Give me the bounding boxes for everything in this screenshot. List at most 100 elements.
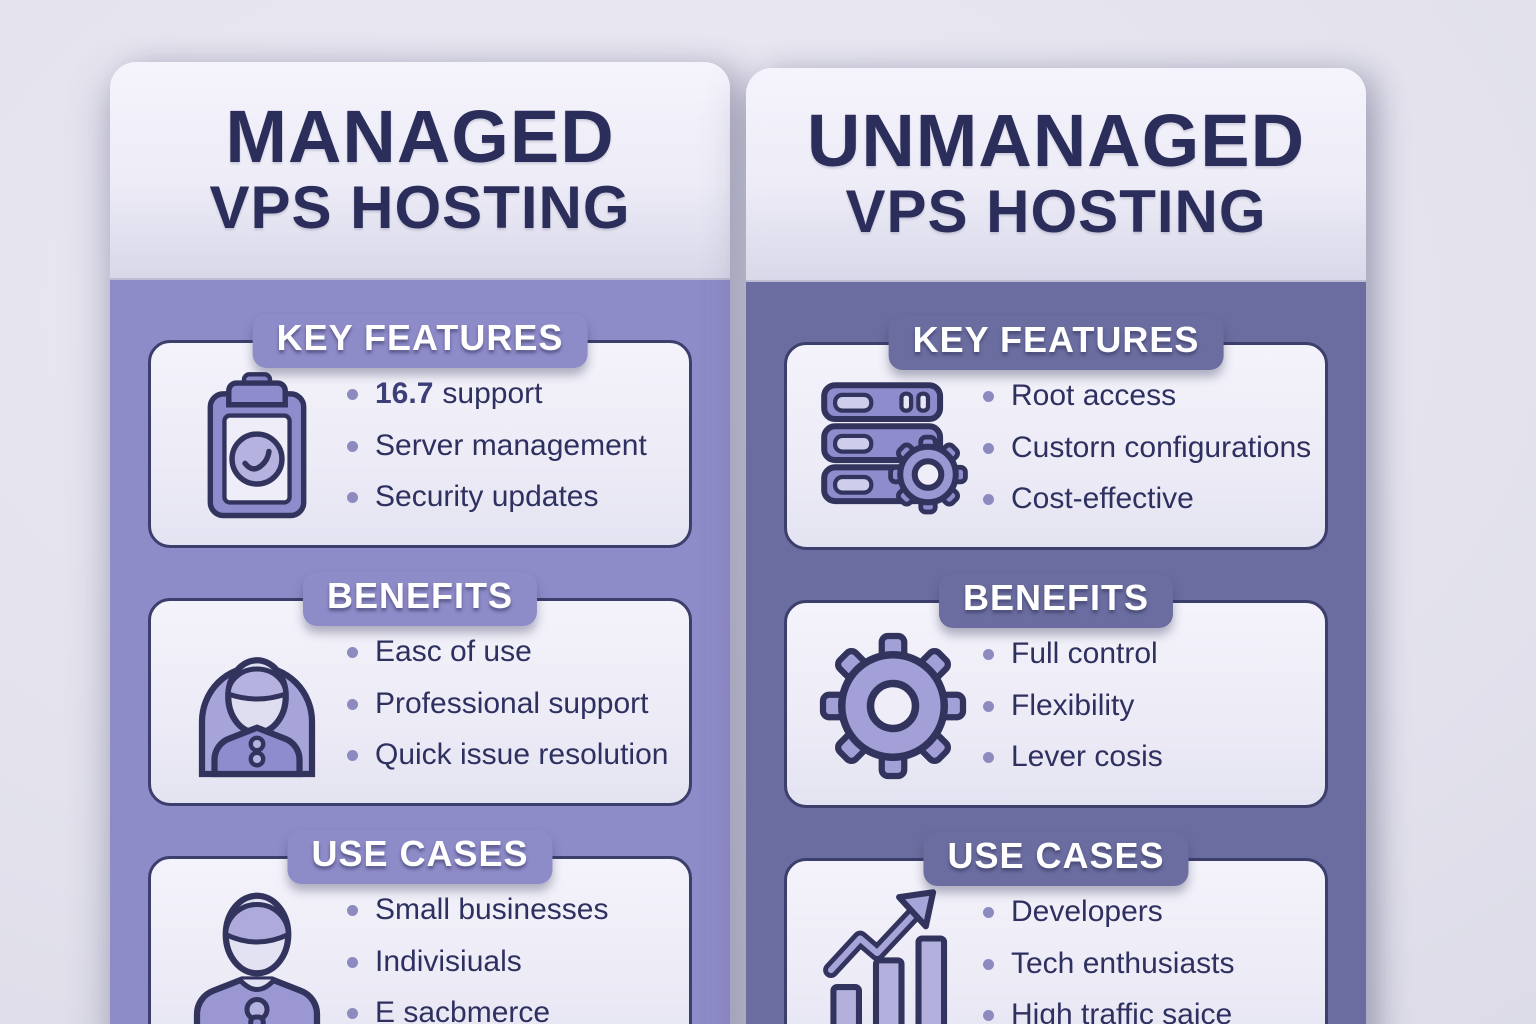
item-text: High traffic saice (1011, 998, 1233, 1024)
business-person-icon (173, 882, 341, 1024)
item-text: Root access (1011, 379, 1177, 413)
growth-chart-icon (809, 885, 977, 1024)
list-item: Security updates (347, 480, 647, 515)
item-text: Professional support (375, 686, 649, 720)
section-label: KEY FEATURES (276, 317, 564, 358)
unmanaged-card: UNMANAGED VPS HOSTING KEY FEATURES (746, 68, 1366, 1024)
bullet-dot-icon (983, 649, 994, 660)
list-item: Cost-effective (983, 482, 1311, 517)
section-label-tab: BENEFITS (302, 572, 538, 626)
support-person-icon (173, 629, 341, 779)
list-item: 16.7 support (347, 377, 647, 412)
bullet-dot-icon (347, 905, 358, 916)
item-text: Custorn configurations (1011, 430, 1312, 464)
section-label-tab: BENEFITS (938, 574, 1174, 628)
list-item: Flexibility (983, 689, 1163, 724)
section-box: Small businesses Indivisiuals E sacbmerc… (148, 856, 692, 1024)
section-label-tab: USE CASES (287, 830, 553, 884)
managed-key-features-section: KEY FEATURES (148, 314, 692, 548)
section-label: BENEFITS (326, 575, 514, 616)
section-label-tab: USE CASES (923, 832, 1189, 886)
bullet-dot-icon (347, 389, 358, 400)
unmanaged-title-line1: UNMANAGED (806, 98, 1306, 182)
bullet-dot-icon (983, 958, 994, 970)
list-item: Tech enthusiasts (983, 947, 1234, 982)
managed-card-body: KEY FEATURES (110, 280, 730, 1024)
unmanaged-card-header: UNMANAGED VPS HOSTING (746, 68, 1366, 282)
list-item: Easc of use (347, 635, 668, 670)
item-list: Full control Flexibility Lever cosis (983, 637, 1163, 775)
section-label: KEY FEATURES (912, 319, 1200, 360)
item-text: Quick issue resolution (375, 738, 669, 772)
list-item: Professional support (347, 687, 668, 722)
bullet-dot-icon (347, 956, 358, 968)
unmanaged-title-line2: VPS HOSTING (845, 178, 1267, 246)
list-item: Custorn configurations (983, 431, 1311, 466)
bullet-dot-icon (983, 907, 994, 918)
bullet-dot-icon (347, 698, 358, 710)
bullet-dot-icon (347, 440, 358, 452)
section-label-tab: KEY FEATURES (252, 314, 588, 368)
item-text: Indivisiuals (375, 944, 522, 978)
unmanaged-benefits-section: BENEFITS (784, 574, 1328, 808)
item-text: Developers (1011, 895, 1163, 929)
item-list: Root access Custorn configurations Cost-… (983, 379, 1311, 517)
item-text: Flexibility (1011, 688, 1135, 722)
bullet-dot-icon (983, 391, 994, 402)
server-gear-icon (809, 378, 977, 518)
gear-icon (809, 631, 977, 781)
section-label: USE CASES (947, 835, 1165, 876)
bullet-dot-icon (983, 494, 994, 505)
managed-benefits-section: BENEFITS (148, 572, 692, 806)
section-label: BENEFITS (962, 577, 1150, 618)
item-list: Developers Tech enthusiasts High traffic… (983, 895, 1234, 1024)
clipboard-clock-icon (173, 370, 341, 522)
list-item: Lever cosis (983, 740, 1163, 775)
item-text: Server management (375, 428, 647, 462)
managed-card-header: MANAGED VPS HOSTING (110, 62, 730, 280)
list-item: Indivisiuals (347, 945, 608, 980)
list-item: Quick issue resolution (347, 738, 668, 773)
managed-title-line2: VPS HOSTING (209, 174, 631, 242)
bullet-dot-icon (347, 492, 358, 503)
bullet-dot-icon (347, 647, 358, 658)
managed-card: MANAGED VPS HOSTING KEY FEATURES (110, 62, 730, 1024)
unmanaged-key-features-section: KEY FEATURES (784, 316, 1328, 550)
section-label-tab: KEY FEATURES (888, 316, 1224, 370)
item-text: Lever cosis (1011, 740, 1163, 774)
bullet-dot-icon (347, 750, 358, 761)
item-text: Full control (1011, 637, 1158, 671)
managed-title-line1: MANAGED (225, 94, 615, 178)
bullet-dot-icon (983, 700, 994, 712)
section-box: Root access Custorn configurations Cost-… (784, 342, 1328, 550)
item-emphasis: 16.7 (375, 377, 434, 411)
bullet-dot-icon (347, 1008, 358, 1019)
item-text: Small businesses (375, 893, 609, 927)
item-text: Easc of use (375, 635, 532, 669)
item-text: Security updates (375, 480, 599, 514)
list-item: E sacbmerce (347, 996, 608, 1024)
section-label: USE CASES (311, 833, 529, 874)
list-item: Small businesses (347, 893, 608, 928)
list-item: Developers (983, 895, 1234, 930)
bullet-dot-icon (983, 1010, 994, 1021)
list-item: Server management (347, 429, 647, 464)
item-text: Tech enthusiasts (1011, 946, 1235, 980)
unmanaged-use-cases-section: USE CASES (784, 832, 1328, 1024)
bullet-dot-icon (983, 442, 994, 454)
item-list: Easc of use Professional support Quick i… (347, 635, 668, 773)
item-text: E sacbmerce (375, 996, 551, 1024)
item-text: Cost-effective (1011, 482, 1194, 516)
section-box: Full control Flexibility Lever cosis (784, 600, 1328, 808)
item-list: 16.7 support Server management Security … (347, 377, 647, 515)
managed-use-cases-section: USE CASES (148, 830, 692, 1024)
list-item: Root access (983, 379, 1311, 414)
section-box: 16.7 support Server management Security … (148, 340, 692, 548)
list-item: High traffic saice (983, 998, 1234, 1024)
item-text: support (442, 377, 543, 411)
list-item: Full control (983, 637, 1163, 672)
unmanaged-card-body: KEY FEATURES (746, 282, 1366, 1024)
bullet-dot-icon (983, 752, 994, 763)
item-list: Small businesses Indivisiuals E sacbmerc… (347, 893, 608, 1024)
